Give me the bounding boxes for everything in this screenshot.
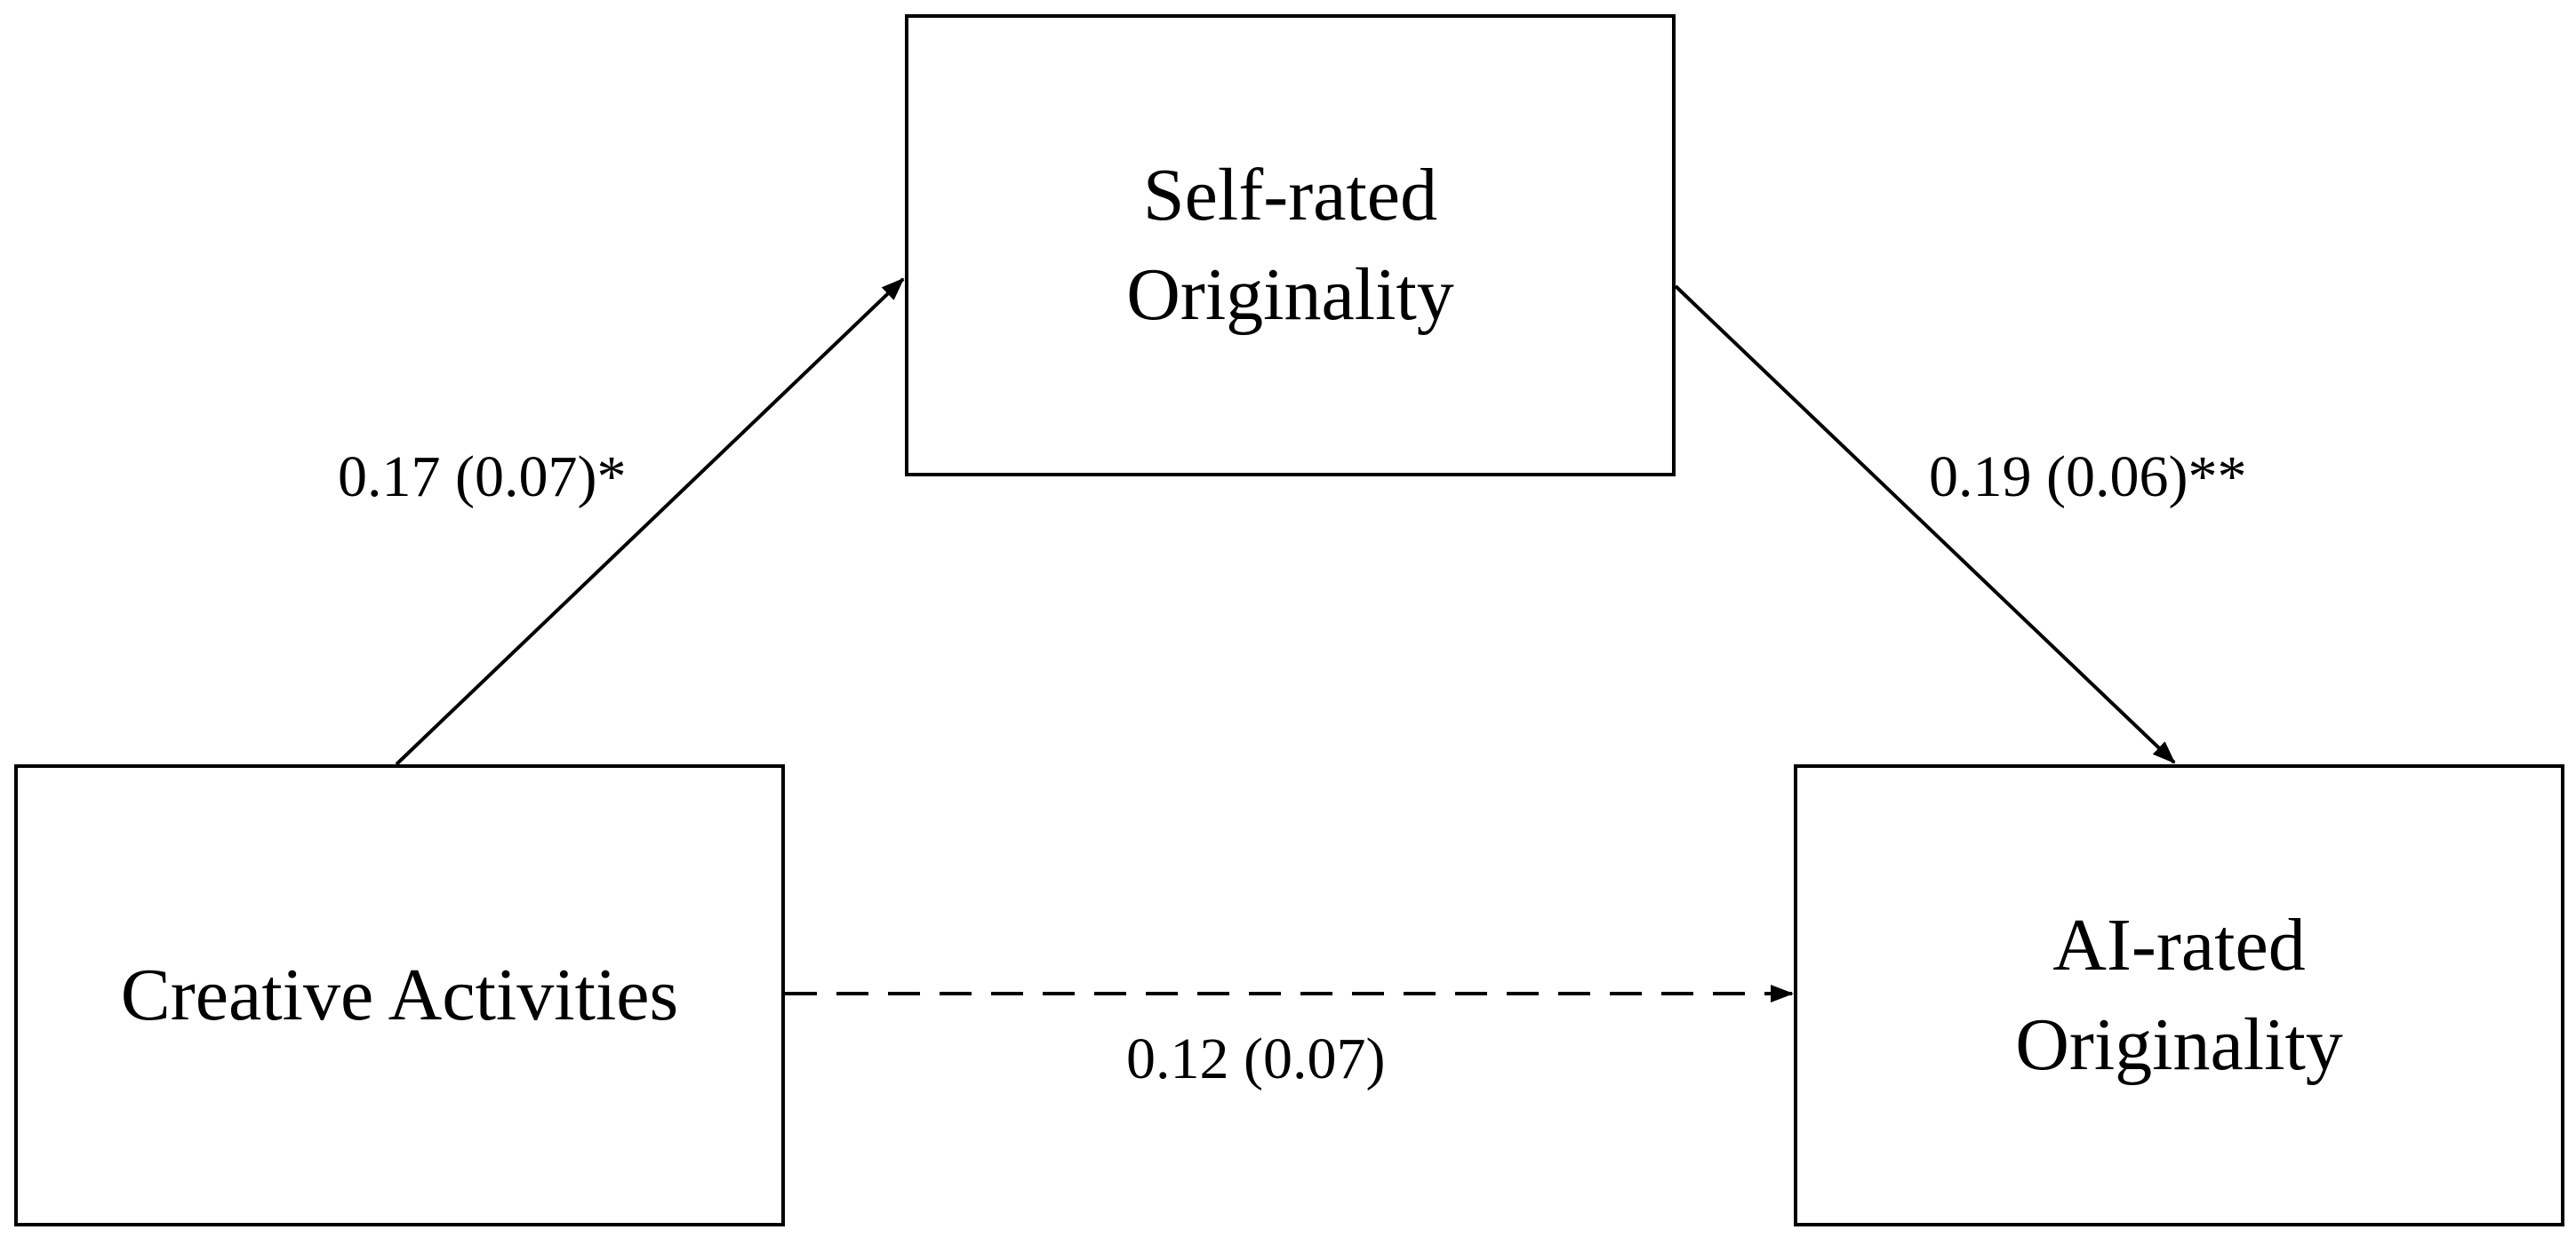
node-creative-activities: Creative Activities [14, 764, 785, 1226]
node-ai-rated-originality: AI-rated Originality [1794, 764, 2564, 1226]
edge-label-self-to-ai: 0.19 (0.06)** [1929, 444, 2247, 509]
node-label-ai-rated: AI-rated Originality [2015, 904, 2343, 1086]
edge-self-rated-to-ai-rated [1674, 284, 2176, 764]
node-label-self-rated: Self-rated Originality [1126, 154, 1454, 336]
node-self-rated-originality: Self-rated Originality [905, 14, 1676, 476]
edge-label-direct-effect: 0.12 (0.07) [1126, 1026, 1386, 1091]
edge-creative-to-self-rated [395, 277, 905, 766]
edge-label-creative-to-self: 0.17 (0.07)* [338, 444, 627, 509]
node-label-creative: Creative Activities [120, 954, 679, 1036]
